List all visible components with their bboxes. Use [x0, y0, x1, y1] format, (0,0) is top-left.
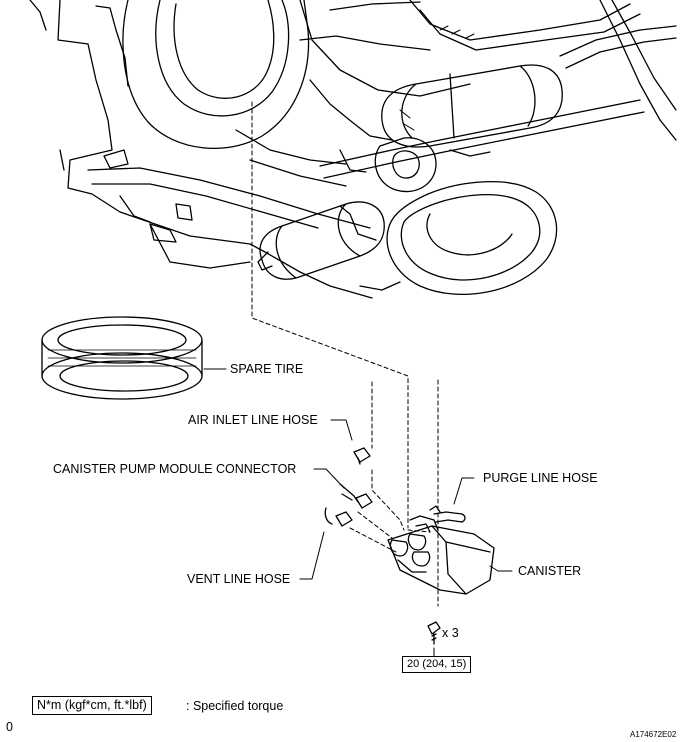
bolt-torque-value: 20 (204, 15) [402, 656, 472, 673]
assembly-lines [251, 101, 439, 607]
air-inlet-line-hose-label: AIR INLET LINE HOSE [188, 413, 318, 427]
hose-drawings [324, 447, 441, 645]
canister-label: CANISTER [518, 564, 582, 578]
vent-line-hose-label: VENT LINE HOSE [187, 572, 291, 586]
torque-legend-description: : Specified torque [186, 699, 284, 713]
footer-left-mark: 0 [6, 720, 13, 734]
spare-tire-drawing [41, 316, 203, 400]
canister-drawing [387, 505, 495, 595]
figure-id: A174672E02 [630, 730, 677, 739]
canister-pump-module-connector-label: CANISTER PUMP MODULE CONNECTOR [53, 462, 297, 476]
leader-lines [203, 368, 513, 657]
purge-line-hose-label: PURGE LINE HOSE [483, 471, 598, 485]
bolt-quantity-label: x 3 [442, 626, 459, 640]
torque-unit-box: N*m (kgf*cm, ft.*lbf) [32, 696, 152, 715]
vehicle-underbody-drawing [29, 0, 677, 299]
spare-tire-label: SPARE TIRE [230, 362, 304, 376]
